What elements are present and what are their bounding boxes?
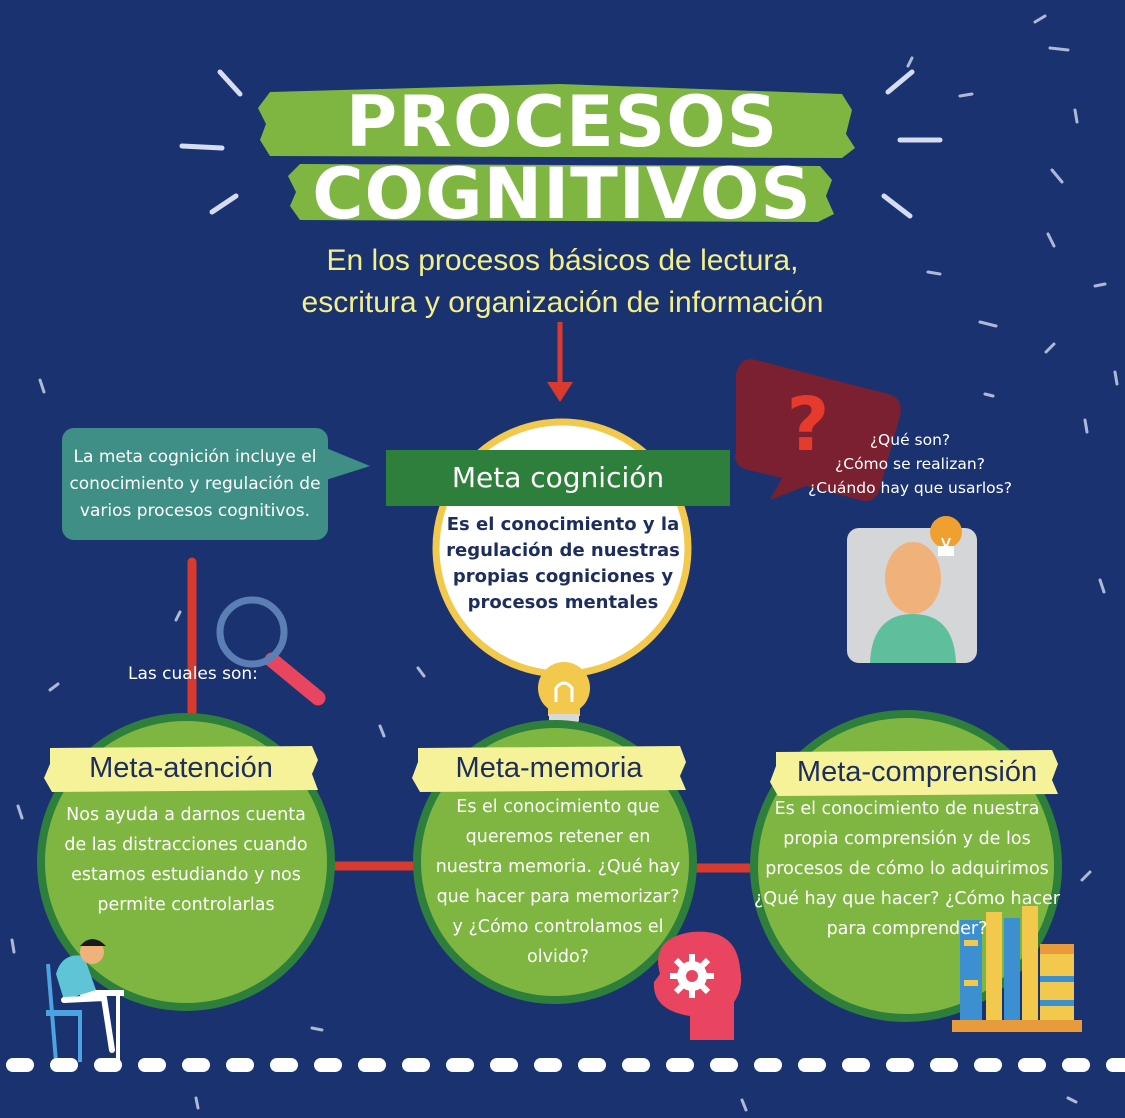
magnifier-icon [216, 596, 326, 706]
dash-segment [138, 1058, 166, 1072]
question-1: ¿Qué son? [869, 431, 951, 449]
dash-segment [226, 1058, 254, 1072]
dash-segment [798, 1058, 826, 1072]
subtitle-line-2: escritura y organización de información [301, 286, 824, 319]
question-2: ¿Cómo se realizan? [835, 455, 985, 473]
title-burst-lines [179, 69, 943, 219]
person-avatar-icon [847, 516, 977, 663]
questions: ¿Qué son? ¿Cómo se realizan? ¿Cuándo hay… [760, 428, 1060, 500]
subtitle-line-1: En los procesos básicos de lectura, [326, 244, 799, 277]
speech-bubble: La meta cognición incluye el conocimient… [62, 428, 328, 540]
question-bubble-icon: ? [735, 359, 901, 501]
dash-segment [1106, 1058, 1125, 1072]
speech-bubble-tail [326, 448, 370, 480]
dash-segment [710, 1058, 738, 1072]
svg-text:?: ? [787, 382, 830, 468]
dash-segment [402, 1058, 430, 1072]
dash-segment [886, 1058, 914, 1072]
dash-segment [446, 1058, 474, 1072]
circle-meta-memoria [413, 720, 697, 1004]
dash-segment [974, 1058, 1002, 1072]
dash-segment [50, 1058, 78, 1072]
dash-segment [182, 1058, 210, 1072]
dash-segment [578, 1058, 606, 1072]
dash-segment [490, 1058, 518, 1072]
speech-bubble-text: La meta cognición incluye el conocimient… [69, 446, 321, 521]
center-banner: Meta cognición [386, 450, 730, 506]
connector-label: Las cuales son: [128, 664, 258, 684]
center-label: Meta cognición [451, 461, 665, 494]
title-line-2: COGNITIVOS [312, 153, 812, 235]
dash-segment [666, 1058, 694, 1072]
title-brush [258, 84, 855, 222]
label-strips [44, 746, 1058, 796]
sparkle-dashes [10, 14, 1119, 1112]
center-description: Es el conocimiento y la regulación de nu… [446, 514, 680, 613]
dash-segment [270, 1058, 298, 1072]
meta-memoria-description: Es el conocimiento que queremos retener … [435, 797, 681, 967]
dash-segment [754, 1058, 782, 1072]
meta-atencion-label: Meta-atención [89, 752, 273, 784]
meta-comprension-description: Es el conocimiento de nuestra propia com… [754, 799, 1060, 939]
head-gear-icon [653, 931, 742, 1040]
books-icon [952, 906, 1082, 1032]
student-desk-icon [46, 939, 124, 1063]
title-line-1: PROCESOS [345, 81, 779, 163]
dash-segment [930, 1058, 958, 1072]
dash-segment [358, 1058, 386, 1072]
dash-segment [314, 1058, 342, 1072]
bottom-dashed-line [6, 1058, 1125, 1072]
dash-segment [622, 1058, 650, 1072]
question-3: ¿Cuándo hay que usarlos? [808, 479, 1012, 497]
dash-segment [6, 1058, 34, 1072]
dash-segment [94, 1058, 122, 1072]
meta-memoria-label: Meta-memoria [455, 752, 643, 784]
dash-segment [842, 1058, 870, 1072]
meta-comprension-label: Meta-comprensión [796, 756, 1038, 788]
dash-segment [1018, 1058, 1046, 1072]
dash-segment [534, 1058, 562, 1072]
lightbulb-icon [522, 636, 606, 722]
dash-segment [1062, 1058, 1090, 1072]
down-arrow [547, 322, 573, 402]
meta-atencion-description: Nos ayuda a darnos cuenta de las distrac… [64, 805, 308, 915]
